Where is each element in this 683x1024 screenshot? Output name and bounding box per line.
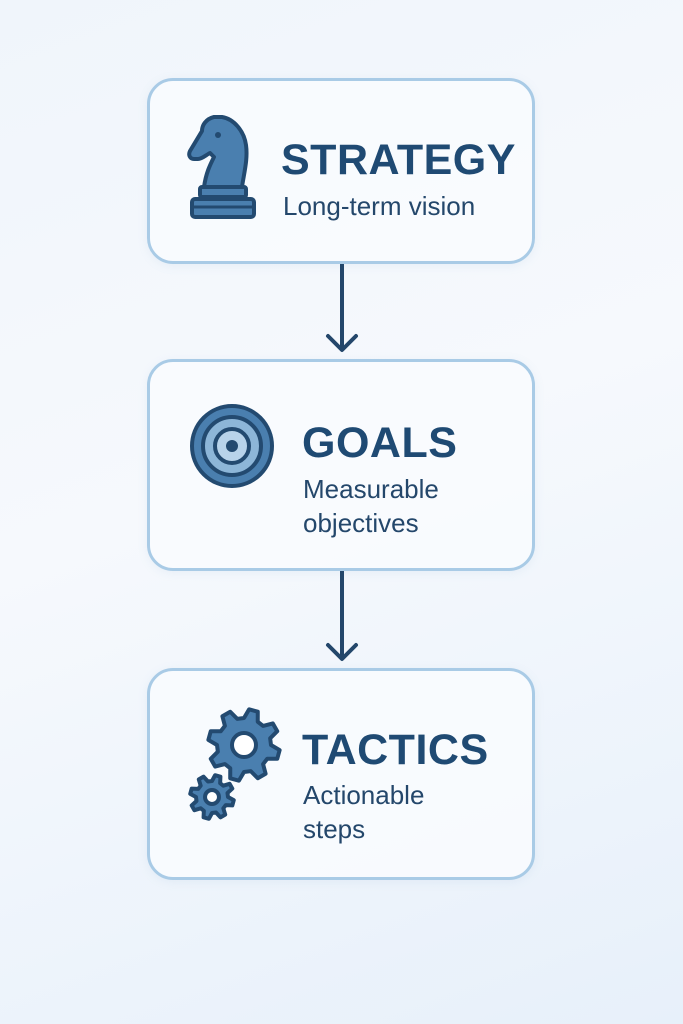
gears-icon	[186, 705, 286, 821]
arrow-strategy-to-goals	[326, 264, 358, 352]
goals-title: GOALS	[302, 419, 458, 467]
arrow-goals-to-tactics	[326, 571, 358, 661]
strategy-subtitle: Long-term vision	[283, 191, 476, 221]
tactics-card: TACTICS Actionable steps	[147, 668, 535, 880]
goals-subtitle: Measurable objectives	[303, 474, 439, 538]
tactics-subtitle: Actionable steps	[303, 780, 425, 844]
chess-knight-icon	[184, 111, 260, 231]
strategy-card: STRATEGY Long-term vision	[147, 78, 535, 264]
tactics-title: TACTICS	[302, 726, 489, 774]
strategy-title: STRATEGY	[281, 136, 516, 184]
goals-card: GOALS Measurable objectives	[147, 359, 535, 571]
target-icon	[188, 402, 276, 490]
